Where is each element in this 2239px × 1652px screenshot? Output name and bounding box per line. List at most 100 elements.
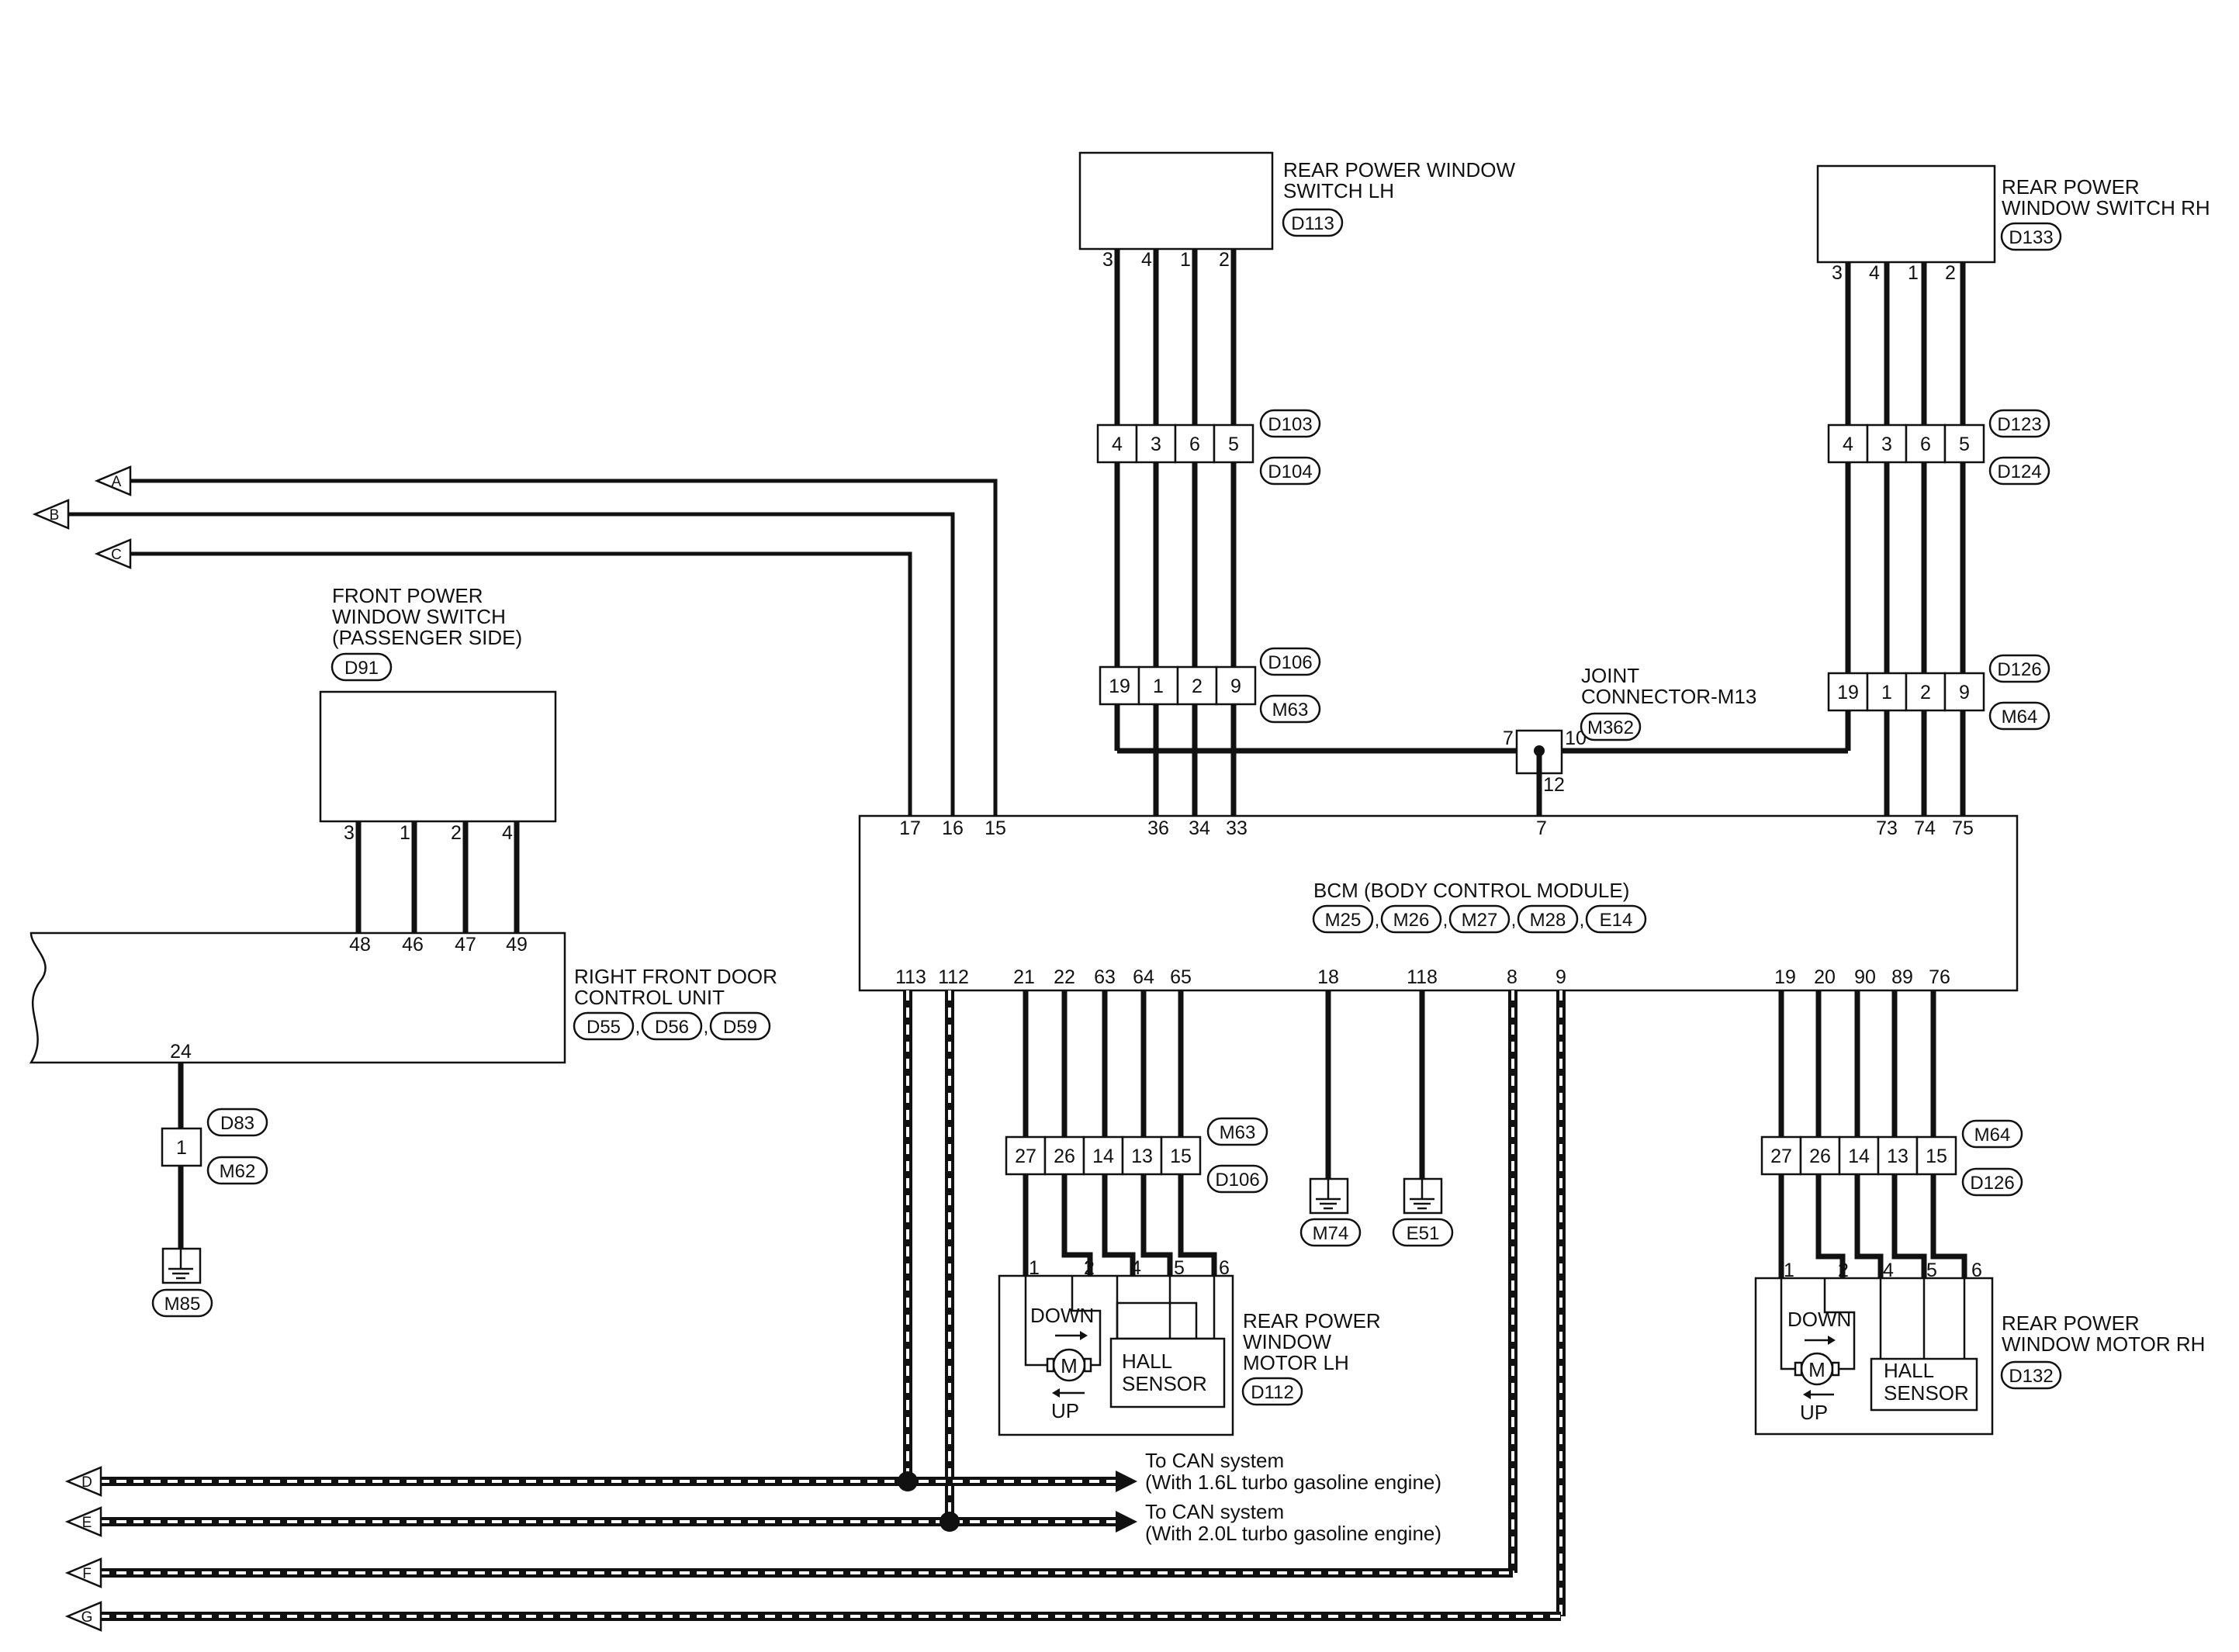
svg-text:D106: D106 <box>1268 652 1312 673</box>
svg-text:M27: M27 <box>1462 910 1498 931</box>
svg-text:REAR POWER: REAR POWER <box>2002 175 2140 199</box>
svg-text:1: 1 <box>1153 676 1164 697</box>
svg-text:2: 2 <box>1219 249 1230 271</box>
svg-text:5: 5 <box>1959 434 1970 455</box>
svg-text:15: 15 <box>1926 1146 1947 1167</box>
svg-text:M: M <box>1061 1354 1078 1377</box>
ground-m74: M74 <box>1299 990 1362 1247</box>
svg-text:16: 16 <box>942 817 964 839</box>
svg-text:1: 1 <box>1029 1257 1040 1279</box>
svg-text:65: 65 <box>1170 966 1192 988</box>
svg-text:D132: D132 <box>2009 1366 2053 1387</box>
svg-text:3: 3 <box>1102 249 1113 271</box>
svg-text:1: 1 <box>176 1137 187 1159</box>
svg-text:WINDOW MOTOR RH: WINDOW MOTOR RH <box>2002 1332 2205 1356</box>
ground-e51: E51 <box>1392 990 1454 1247</box>
svg-text:UP: UP <box>1051 1399 1079 1422</box>
can-note-1: To CAN system (With 1.6L turbo gasoline … <box>1145 1449 1441 1494</box>
svg-text:D59: D59 <box>723 1017 757 1038</box>
svg-text:1: 1 <box>1180 249 1191 271</box>
svg-text:M64: M64 <box>2002 707 2038 728</box>
svg-text:CONTROL UNIT: CONTROL UNIT <box>574 986 725 1009</box>
svg-text:D113: D113 <box>1291 213 1334 234</box>
svg-text:2: 2 <box>1084 1257 1095 1279</box>
svg-text:3: 3 <box>1151 434 1161 455</box>
offpage-ref-e: E <box>64 1506 102 1537</box>
svg-text:D123: D123 <box>1997 414 2041 435</box>
svg-text:M26: M26 <box>1393 910 1430 931</box>
svg-text:49: 49 <box>506 934 528 956</box>
svg-text:M28: M28 <box>1530 910 1566 931</box>
svg-text:M63: M63 <box>1220 1122 1256 1143</box>
svg-text:9: 9 <box>1556 966 1566 988</box>
svg-text:D83: D83 <box>220 1113 254 1134</box>
svg-text:E: E <box>82 1515 92 1531</box>
svg-text:34: 34 <box>1189 817 1210 839</box>
svg-text:1: 1 <box>1784 1260 1794 1281</box>
svg-text:D126: D126 <box>1997 659 2041 680</box>
svg-text:HALL: HALL <box>1122 1350 1172 1373</box>
svg-text:13: 13 <box>1887 1146 1909 1167</box>
svg-text:DOWN: DOWN <box>1030 1304 1094 1327</box>
svg-text:3: 3 <box>344 822 355 844</box>
svg-text:SWITCH LH: SWITCH LH <box>1283 179 1394 202</box>
svg-text:REAR POWER: REAR POWER <box>1243 1309 1381 1332</box>
svg-text:33: 33 <box>1226 817 1248 839</box>
svg-text:UP: UP <box>1800 1401 1828 1424</box>
svg-text:6: 6 <box>1971 1260 1982 1281</box>
svg-text:5: 5 <box>1228 434 1239 455</box>
svg-text:1: 1 <box>1908 262 1919 284</box>
offpage-wires-abc <box>66 479 998 816</box>
svg-text:,: , <box>635 1017 641 1038</box>
svg-text:14: 14 <box>1848 1146 1870 1167</box>
rear-switch-lh: REAR POWER WINDOW SWITCH LH D113 3 4 1 2 <box>1078 151 1515 271</box>
svg-text:7: 7 <box>1503 728 1514 749</box>
svg-text:9: 9 <box>1230 676 1241 697</box>
svg-text:4: 4 <box>1130 1257 1141 1279</box>
svg-text:D112: D112 <box>1251 1382 1294 1403</box>
svg-text:M74: M74 <box>1313 1223 1349 1244</box>
svg-text:To CAN system: To CAN system <box>1145 1500 1284 1523</box>
svg-text:17: 17 <box>899 817 921 839</box>
svg-text:13: 13 <box>1131 1146 1153 1167</box>
svg-text:D133: D133 <box>2009 227 2053 248</box>
svg-text:26: 26 <box>1054 1146 1075 1167</box>
svg-text:,: , <box>704 1017 709 1038</box>
svg-text:46: 46 <box>402 934 424 956</box>
svg-text:26: 26 <box>1809 1146 1831 1167</box>
svg-text:1: 1 <box>1881 682 1892 703</box>
svg-text:2: 2 <box>1192 676 1203 697</box>
front-switch: FRONT POWER WINDOW SWITCH (PASSENGER SID… <box>319 584 557 933</box>
svg-text:4: 4 <box>1869 262 1880 284</box>
svg-text:REAR POWER: REAR POWER <box>2002 1312 2140 1335</box>
svg-text:63: 63 <box>1094 966 1116 988</box>
svg-text:19: 19 <box>1837 682 1859 703</box>
svg-text:F: F <box>82 1566 92 1582</box>
offpage-ref-c: C <box>94 538 132 569</box>
svg-text:,: , <box>1375 910 1380 931</box>
svg-text:(PASSENGER SIDE): (PASSENGER SIDE) <box>332 626 522 649</box>
svg-text:24: 24 <box>170 1041 192 1063</box>
svg-text:1: 1 <box>400 822 410 844</box>
svg-text:14: 14 <box>1092 1146 1114 1167</box>
svg-text:MOTOR LH: MOTOR LH <box>1243 1351 1349 1374</box>
bcm: 17 16 15 36 34 33 7 73 74 75 BCM (BODY C… <box>858 814 2019 992</box>
svg-text:M25: M25 <box>1325 910 1362 931</box>
svg-text:118: 118 <box>1407 966 1438 988</box>
svg-text:D106: D106 <box>1215 1170 1259 1191</box>
svg-text:5: 5 <box>1174 1257 1185 1279</box>
inline-connector-rh-lower: 19 1 2 9 D126 M64 <box>1827 654 2050 731</box>
svg-text:48: 48 <box>349 934 371 956</box>
svg-text:DOWN: DOWN <box>1787 1308 1851 1331</box>
svg-text:27: 27 <box>1770 1146 1792 1167</box>
svg-text:G: G <box>81 1609 93 1626</box>
inline-connector-lh-lower: 19 1 2 9 D106 M63 <box>1099 647 1321 724</box>
svg-text:3: 3 <box>1832 262 1843 284</box>
svg-text:90: 90 <box>1854 966 1876 988</box>
svg-text:M: M <box>1808 1358 1825 1381</box>
svg-text:WINDOW: WINDOW <box>1243 1330 1332 1353</box>
svg-text:D55: D55 <box>587 1017 621 1038</box>
svg-text:7: 7 <box>1536 817 1547 839</box>
svg-text:21: 21 <box>1013 966 1035 988</box>
